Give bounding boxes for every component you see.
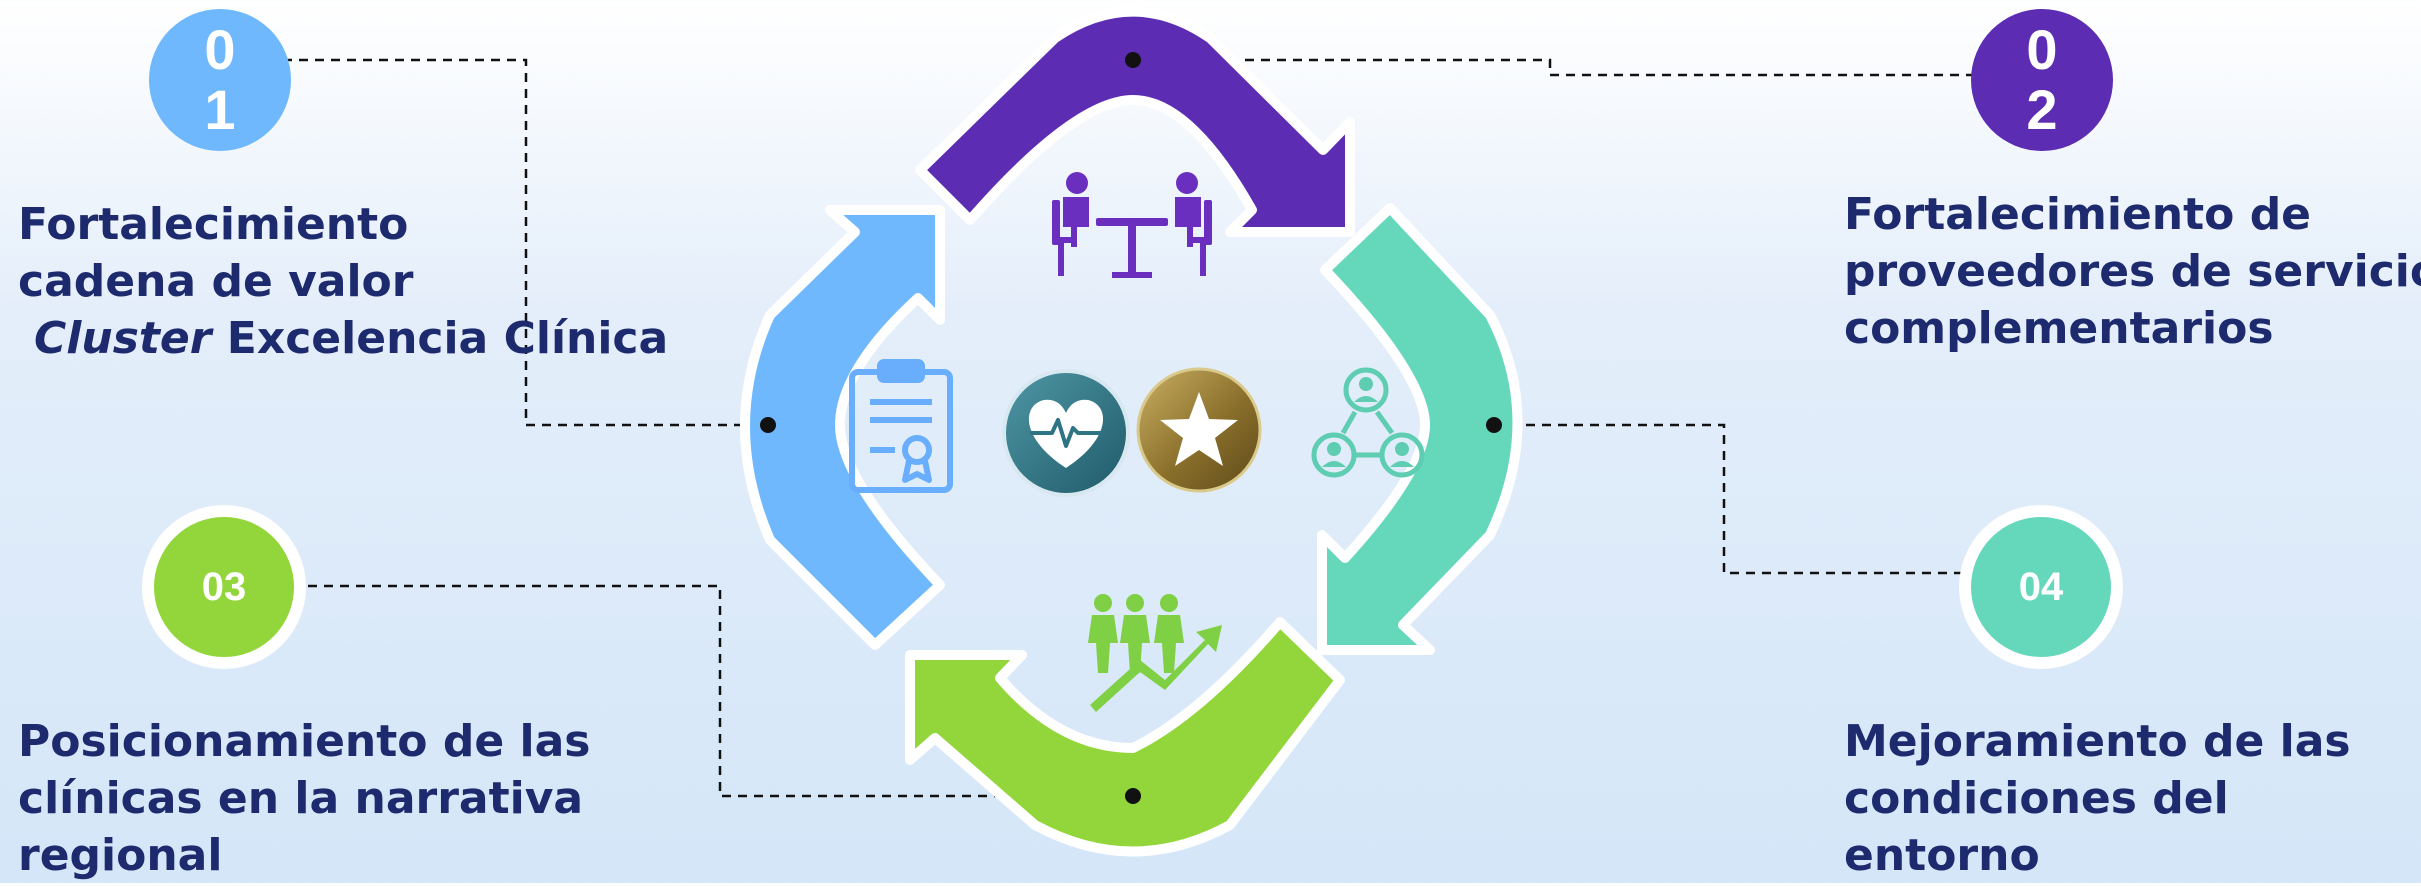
connector-02 [1133,58,1973,77]
step-01-title: Fortalecimiento cadena de valor Cluster … [18,196,668,367]
step-03-line-1: Posicionamiento de las [18,716,591,767]
arrow-blue [740,205,945,650]
dot-left [760,417,776,433]
dot-right [1486,417,1502,433]
step-01-line-2: cadena de valor [18,256,414,307]
step-04-line-2: condiciones del [1844,773,2229,824]
step-03-title: Posicionamiento de las clínicas en la na… [18,713,590,884]
step-01-digit-1: 0 [204,18,236,81]
connector-03 [308,584,1133,798]
connector-lines [283,58,1973,798]
step-03-number: 03 [201,564,247,609]
step-01-line-3-italic: Cluster [34,313,212,364]
step-01-digit-2: 1 [204,78,236,141]
arrow-green [905,617,1345,857]
network-icon-heads [1322,377,1414,467]
step-01-line-1: Fortalecimiento [18,199,409,250]
connector-dots [760,52,1502,804]
heart-pulse-icon [1002,369,1130,497]
step-04-line-1: Mejoramiento de las [1844,716,2351,767]
step-02-badge: 0 2 [1971,9,2113,151]
arrow-teal [1317,203,1523,655]
step-03-line-2: clínicas en la narrativa [18,773,584,824]
step-02-digit-2: 2 [2026,78,2058,141]
step-01-badge: 0 1 [149,9,291,151]
connector-01 [283,58,768,427]
step-04-line-3: entorno [1844,830,2040,881]
growth-people-icon [1088,594,1222,712]
star-medal-icon [1136,367,1262,493]
step-04-number: 04 [2018,564,2064,609]
step-02-title: Fortalecimiento de proveedores de servic… [1844,186,2421,357]
step-03-badge: 03 [142,505,306,669]
step-03-line-3: regional [18,830,223,881]
dot-bottom [1125,788,1141,804]
step-02-line-1: Fortalecimiento de [1844,189,2312,240]
network-icon [1311,367,1425,478]
connector-04 [1494,423,1961,575]
arrow-purple [915,6,1355,237]
meeting-icon [1052,172,1212,278]
step-01-line-3: Cluster Excelencia Clínica [18,310,668,367]
step-04-badge: 04 [1959,505,2123,669]
step-02-digit-1: 0 [2026,18,2058,81]
dot-top [1125,52,1141,68]
certificate-icon [849,359,953,493]
step-02-line-2: proveedores de servicios [1844,246,2421,297]
step-04-title: Mejoramiento de las condiciones del ento… [1844,713,2351,884]
step-02-line-3: complementarios [1844,303,2274,354]
step-01-line-3-rest: Excelencia Clínica [211,313,669,364]
